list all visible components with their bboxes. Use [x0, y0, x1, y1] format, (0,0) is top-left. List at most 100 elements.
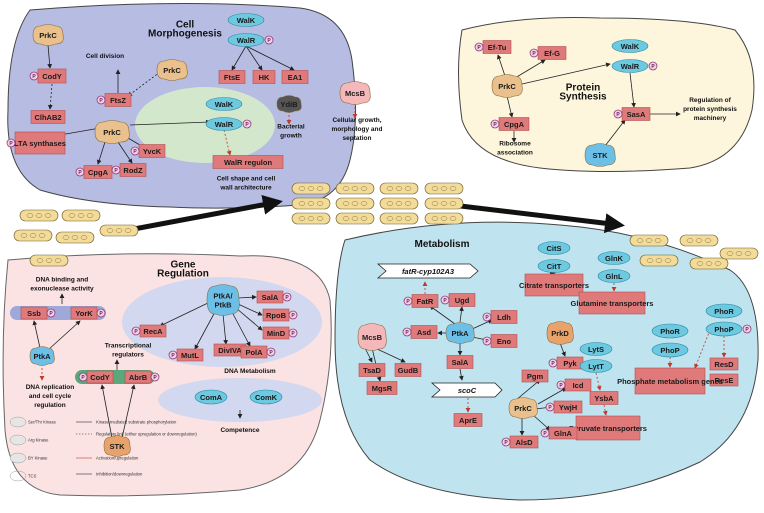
phospho-marker — [501, 437, 511, 447]
protein-label: TsaD — [363, 366, 381, 375]
edge — [595, 372, 602, 391]
bacterium — [291, 212, 331, 225]
protein-label: Ef-Tu — [488, 43, 507, 52]
protein-node: MgsR — [366, 381, 398, 395]
phospho-label: P — [291, 313, 295, 319]
bacterium — [424, 212, 464, 225]
phospho-label: P — [485, 339, 489, 345]
kinase-label: YdiB — [280, 100, 298, 109]
tcs-node: CitT — [537, 259, 571, 273]
phospho-marker — [282, 292, 292, 302]
legend-symbol — [9, 452, 27, 464]
panel-metabolism — [334, 221, 759, 501]
kinase-node: McsB — [357, 323, 387, 351]
edge — [129, 119, 211, 126]
phospho-label: P — [405, 330, 409, 336]
protein-node: FtsE — [218, 70, 246, 84]
edge — [231, 311, 251, 347]
protein-label: AbrB — [129, 373, 148, 382]
tcs-label: WalR — [215, 120, 234, 129]
legend-symbol — [9, 416, 27, 428]
protein-label: Citrate transporters — [519, 281, 589, 290]
edge — [245, 45, 263, 71]
kinase-node: STK — [584, 143, 616, 167]
edge — [194, 309, 217, 350]
phospho-label: P — [548, 405, 552, 411]
phospho-marker — [440, 295, 450, 305]
tcs-node: WalK — [611, 39, 649, 53]
phospho-label: P — [616, 112, 620, 118]
gene-label: scoC — [458, 386, 477, 395]
tcs-node: ComK — [249, 389, 283, 405]
kinase-node: PtkA — [29, 346, 55, 366]
tcs-node: WalK — [227, 13, 265, 27]
bacterium — [19, 209, 59, 222]
phospho-label: P — [245, 122, 249, 128]
legend-label: Arg Kinase — [28, 438, 49, 443]
note-competence: Competence — [220, 427, 259, 434]
edge — [59, 127, 101, 137]
phospho-marker — [648, 61, 658, 71]
bacterium — [55, 231, 95, 244]
protein-node: ResD — [709, 357, 739, 371]
edge — [532, 414, 551, 431]
bacterium — [379, 197, 419, 210]
protein-label: SalA — [262, 293, 279, 302]
phospho-marker — [266, 347, 276, 357]
protein-label: CodY — [42, 72, 62, 81]
edge — [159, 301, 211, 327]
protein-label: RodZ — [123, 166, 143, 175]
phospho-label: P — [477, 45, 481, 51]
bacterium — [29, 254, 69, 267]
tcs-label: PhoP — [714, 325, 733, 334]
edge — [100, 384, 113, 439]
phospho-label: P — [651, 64, 655, 70]
phospho-marker — [403, 296, 413, 306]
tcs-label: GlnK — [605, 254, 623, 263]
phospho-marker — [540, 428, 550, 438]
protein-label: ResD — [714, 360, 734, 369]
kinase-label: McsB — [362, 333, 383, 342]
bacterium — [291, 197, 331, 210]
kinase-label: STK — [110, 442, 126, 451]
phospho-label: P — [32, 74, 36, 80]
protein-label: Asd — [417, 328, 432, 337]
phospho-label: P — [267, 38, 271, 44]
progression-arrow-1 — [117, 194, 283, 235]
kinase-label: PrkC — [163, 66, 181, 75]
phospho-label: P — [133, 149, 137, 155]
note-cell-division: Cell division — [86, 53, 124, 60]
edge — [458, 368, 464, 381]
competence-region — [158, 378, 322, 422]
protein-label: YorK — [75, 309, 93, 318]
phospho-marker — [131, 326, 141, 336]
bacterium — [335, 197, 375, 210]
gene-label: fatR-cyp102A3 — [402, 267, 455, 276]
edge — [237, 303, 263, 316]
gene-promoter — [376, 263, 479, 279]
phospho-label: P — [285, 295, 289, 301]
tcs-label: WalK — [621, 42, 640, 51]
phospho-label: P — [443, 298, 447, 304]
tcs-label: WalR — [237, 36, 256, 45]
legend-label: Inhibition/downregulation — [96, 472, 143, 477]
protein-label: Pyruvate transporters — [569, 424, 647, 433]
protein-label: MutL — [181, 351, 199, 360]
edges — [32, 44, 727, 439]
legend-label: Regulatory link (either upregulation or … — [96, 432, 197, 437]
phospho-label: P — [99, 311, 103, 317]
